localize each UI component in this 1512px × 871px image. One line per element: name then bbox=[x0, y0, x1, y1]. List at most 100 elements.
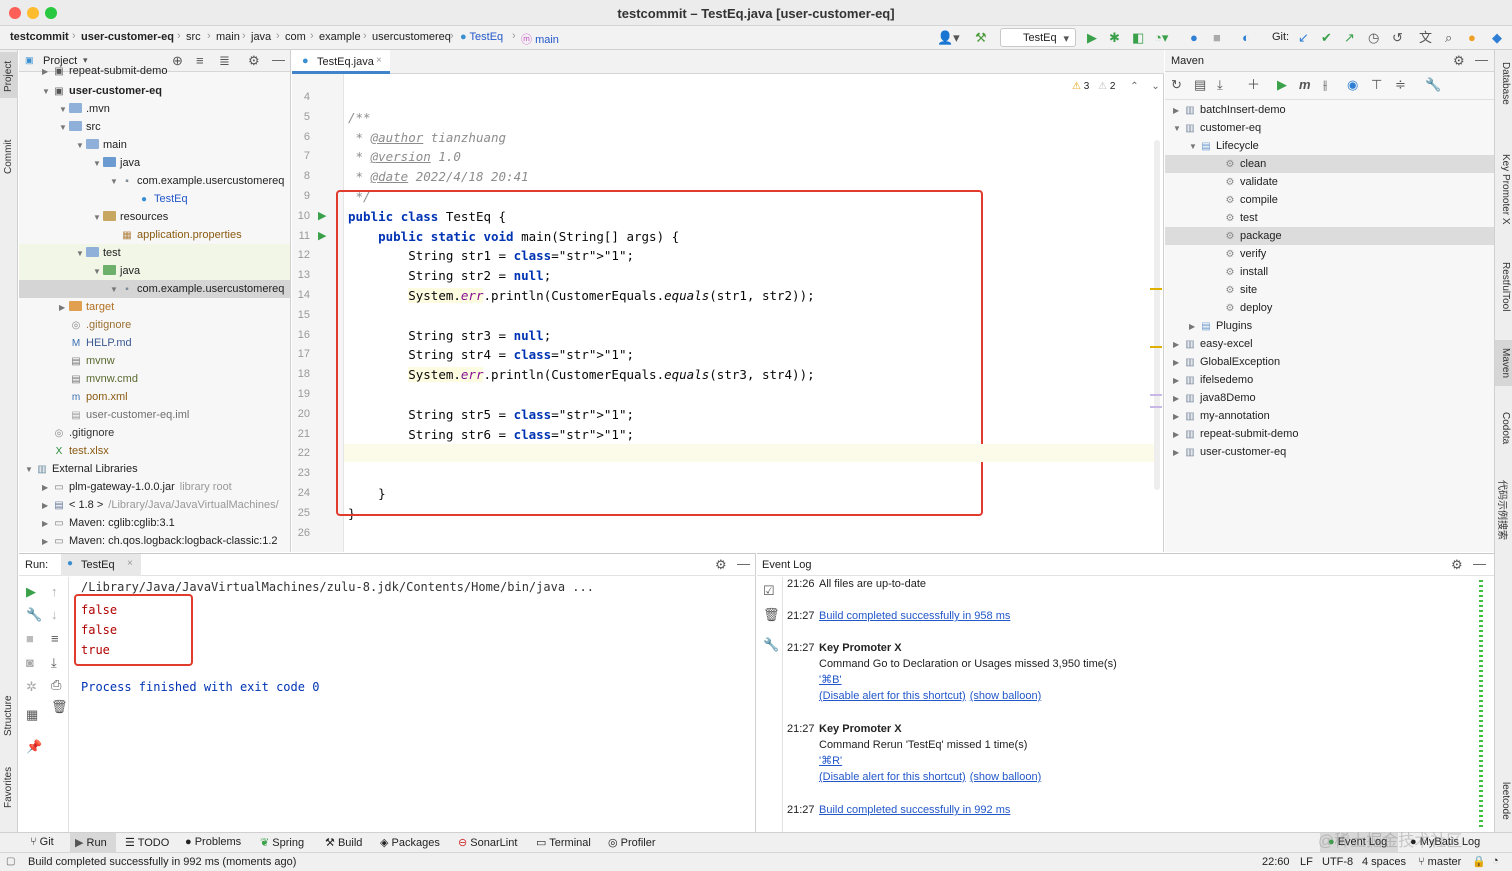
maven-tree-item[interactable]: ⚙site bbox=[1165, 281, 1494, 299]
layout-icon[interactable]: ▦ bbox=[26, 707, 39, 722]
code-line[interactable]: } bbox=[348, 505, 356, 521]
maven-tree-item[interactable]: ▶▥my-annotation bbox=[1165, 407, 1494, 425]
download-icon[interactable]: ⤓ bbox=[1217, 77, 1223, 92]
chevron-right-icon[interactable]: ▶ bbox=[1173, 430, 1180, 439]
help-icon[interactable]: ● bbox=[1190, 30, 1198, 45]
notifications-icon[interactable]: ◔ bbox=[1492, 855, 1499, 867]
chevron-right-icon[interactable]: ▶ bbox=[1173, 412, 1180, 421]
code-with-me-icon[interactable]: ◆ bbox=[1492, 30, 1502, 45]
code-line[interactable]: String str6 = class="str">"1"; bbox=[348, 426, 635, 442]
run-class-icon[interactable]: ▶ bbox=[318, 209, 327, 222]
search-icon[interactable]: ⌕ bbox=[1445, 30, 1453, 45]
gear-icon[interactable]: ⚙ bbox=[1451, 557, 1463, 572]
update-project-icon[interactable]: ◐ bbox=[1242, 30, 1250, 45]
run-icon[interactable]: ▶ bbox=[1277, 77, 1287, 92]
history-icon[interactable]: ◷ bbox=[1368, 30, 1380, 45]
tool-restfultool[interactable]: RestfulTool bbox=[1500, 262, 1511, 312]
build-result-link[interactable]: Build completed successfully in 958 ms bbox=[819, 610, 1011, 622]
project-tree-item[interactable]: ▼test bbox=[19, 244, 290, 262]
chevron-down-icon[interactable]: ▼ bbox=[59, 123, 67, 132]
user-icon[interactable]: 👤▾ bbox=[937, 30, 960, 45]
chevron-right-icon[interactable]: ▶ bbox=[1189, 322, 1196, 331]
tool-codota[interactable]: Codota bbox=[1500, 412, 1511, 445]
stop-icon[interactable]: ■ bbox=[1213, 30, 1221, 45]
tool-maven[interactable]: Maven bbox=[1500, 348, 1511, 379]
run-tab-testeq[interactable]: ● TestEq × bbox=[61, 554, 141, 576]
hide-panel-icon[interactable]: — bbox=[737, 556, 750, 571]
tab-profiler[interactable]: ◎ Profiler bbox=[608, 837, 656, 849]
collapse-all-icon[interactable]: ≣ bbox=[219, 53, 230, 68]
ide-update-icon[interactable]: ● bbox=[1468, 30, 1476, 45]
execute-goal-icon[interactable]: m bbox=[1299, 77, 1311, 92]
chevron-down-icon[interactable]: ▼ bbox=[76, 141, 84, 150]
code-line[interactable]: System.err.println(CustomerEquals.equals… bbox=[408, 367, 815, 383]
chevron-down-icon[interactable]: ▼ bbox=[42, 87, 50, 96]
project-tree-item[interactable]: ▶▭Maven: cglib:cglib:3.1 bbox=[19, 514, 290, 532]
show-dependencies-icon[interactable]: ⊤ bbox=[1371, 77, 1383, 92]
run-main-icon[interactable]: ▶ bbox=[318, 229, 327, 242]
breadcrumb-com[interactable]: com bbox=[285, 31, 306, 43]
translate-icon[interactable]: 文 bbox=[1419, 30, 1433, 45]
print-icon[interactable]: ⎙ bbox=[51, 677, 62, 692]
collapse-icon[interactable]: ≑ bbox=[1395, 77, 1406, 92]
generate-sources-icon[interactable]: ▤ bbox=[1194, 77, 1207, 92]
editor-scrollbar[interactable] bbox=[1154, 140, 1160, 490]
project-tree-item[interactable]: ◎.gitignore bbox=[19, 316, 290, 334]
hide-panel-icon[interactable]: — bbox=[1475, 52, 1488, 67]
indent-setting[interactable]: 4 spaces bbox=[1362, 856, 1407, 868]
git-push-icon[interactable]: ↗ bbox=[1344, 30, 1355, 45]
project-tree-item[interactable]: ●TestEq bbox=[19, 190, 290, 208]
maven-tree-item[interactable]: ▼▤Lifecycle bbox=[1165, 137, 1494, 155]
chevron-down-icon[interactable]: ▼ bbox=[110, 285, 118, 294]
run-icon[interactable]: ▶ bbox=[1087, 30, 1097, 45]
up-arrow-icon[interactable]: ↑ bbox=[51, 584, 58, 599]
toggle-offline-icon[interactable]: ⫲ bbox=[1323, 77, 1328, 92]
debug-icon[interactable]: ✱ bbox=[1109, 30, 1120, 45]
build-result-link[interactable]: Build completed successfully in 992 ms bbox=[819, 804, 1011, 816]
tab-testeq-java[interactable]: ● TestEq.java × bbox=[292, 50, 390, 74]
project-tree-item[interactable]: ▶▭Maven: ch.qos.logback:logback-classic:… bbox=[19, 532, 290, 550]
code-line[interactable]: public class TestEq { bbox=[348, 208, 507, 224]
expand-all-icon[interactable]: ≡ bbox=[196, 53, 204, 68]
project-tree-item[interactable]: ▼java bbox=[19, 154, 290, 172]
chevron-down-icon[interactable]: ▼ bbox=[93, 267, 101, 276]
chevron-down-icon[interactable]: ▼ bbox=[110, 177, 118, 186]
coverage-icon[interactable]: ◧ bbox=[1132, 30, 1145, 45]
tool-structure[interactable]: Structure bbox=[3, 695, 14, 736]
chevron-right-icon[interactable]: ▶ bbox=[42, 537, 49, 546]
tool-leetcode[interactable]: leetcode bbox=[1500, 782, 1511, 820]
maven-tree-item[interactable]: ▶▥batchInsert-demo bbox=[1165, 101, 1494, 119]
scroll-to-end-icon[interactable]: ⤓ bbox=[51, 655, 57, 670]
tool-code-example-search[interactable]: 代码示例搜索 bbox=[1496, 480, 1507, 540]
camera-icon[interactable]: ◙ bbox=[26, 655, 34, 670]
tab-run[interactable]: ▶ Run bbox=[75, 837, 107, 849]
maven-tree-item[interactable]: ▶▥GlobalException bbox=[1165, 353, 1494, 371]
maven-tree-item[interactable]: ▼▥customer-eq bbox=[1165, 119, 1494, 137]
build-hammer-icon[interactable]: ⚒ bbox=[975, 30, 987, 45]
chevron-down-icon[interactable]: ▼ bbox=[25, 465, 33, 474]
chevron-down-icon[interactable]: ▼ bbox=[1173, 124, 1181, 133]
wrench-icon[interactable]: 🔧 bbox=[763, 637, 780, 652]
project-tree-item[interactable]: ▤mvnw bbox=[19, 352, 290, 370]
chevron-right-icon[interactable]: ▶ bbox=[42, 483, 49, 492]
warning-marker[interactable] bbox=[1150, 288, 1162, 290]
project-tree-item[interactable]: ▦application.properties bbox=[19, 226, 290, 244]
breadcrumb-java[interactable]: java bbox=[251, 31, 272, 43]
maven-tree-item[interactable]: ▶▥repeat-submit-demo bbox=[1165, 425, 1494, 443]
breadcrumb-example[interactable]: example bbox=[319, 31, 361, 43]
close-tab-icon[interactable]: × bbox=[376, 55, 382, 66]
code-line[interactable]: public static void main(String[] args) { bbox=[378, 228, 680, 244]
disable-alert-link[interactable]: (Disable alert for this shortcut) bbox=[819, 771, 966, 783]
code-line[interactable]: System.err.println(CustomerEquals.equals… bbox=[408, 288, 815, 303]
maven-tree-item[interactable]: ⚙clean bbox=[1165, 155, 1494, 173]
chevron-right-icon[interactable]: ▶ bbox=[1173, 394, 1180, 403]
wrench-icon[interactable]: 🔧 bbox=[26, 607, 43, 622]
code-line[interactable]: /** bbox=[348, 109, 371, 125]
maven-tree-item[interactable]: ⚙package bbox=[1165, 227, 1494, 245]
rerun-icon[interactable]: ▶ bbox=[26, 584, 36, 599]
chevron-right-icon[interactable]: ▶ bbox=[1173, 358, 1180, 367]
tab-spring[interactable]: ❦ Spring bbox=[260, 837, 305, 849]
